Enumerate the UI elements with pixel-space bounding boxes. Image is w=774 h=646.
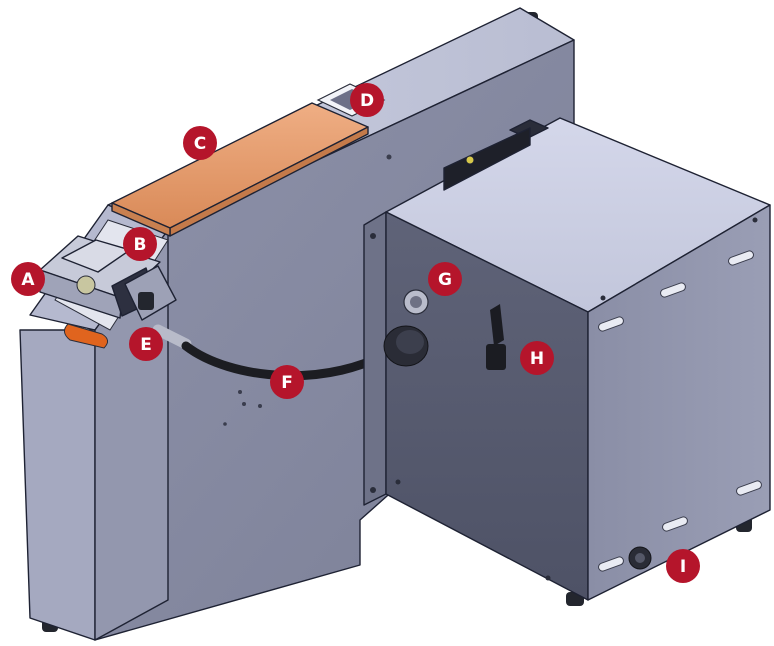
- callout-e-label: E: [140, 335, 152, 355]
- control-box: [385, 117, 771, 601]
- bottom-port: [628, 546, 652, 570]
- copper-plate: [111, 102, 369, 237]
- clamp-assembly: [39, 235, 177, 321]
- callout-g-label: G: [438, 270, 452, 290]
- orange-block: [64, 323, 108, 349]
- callout-h: H: [520, 341, 554, 375]
- toggle-handle: [486, 304, 506, 370]
- callout-f: F: [270, 365, 304, 399]
- callout-d: D: [350, 83, 384, 117]
- callout-i-label: I: [680, 557, 686, 577]
- mount-plate: [363, 211, 387, 506]
- callout-i: I: [666, 549, 700, 583]
- callout-b-label: B: [134, 235, 147, 255]
- callout-b: B: [123, 227, 157, 261]
- indicator-knob: [403, 289, 429, 315]
- callout-d-label: D: [360, 91, 374, 111]
- callout-g: G: [428, 262, 462, 296]
- callout-a: A: [11, 262, 45, 296]
- cable-gland: [383, 325, 429, 367]
- callout-c: C: [183, 126, 217, 160]
- callout-h-label: H: [530, 349, 544, 369]
- callout-a-label: A: [21, 270, 35, 290]
- callout-c-label: C: [194, 134, 206, 154]
- callout-e: E: [129, 327, 163, 361]
- callout-f-label: F: [281, 373, 293, 393]
